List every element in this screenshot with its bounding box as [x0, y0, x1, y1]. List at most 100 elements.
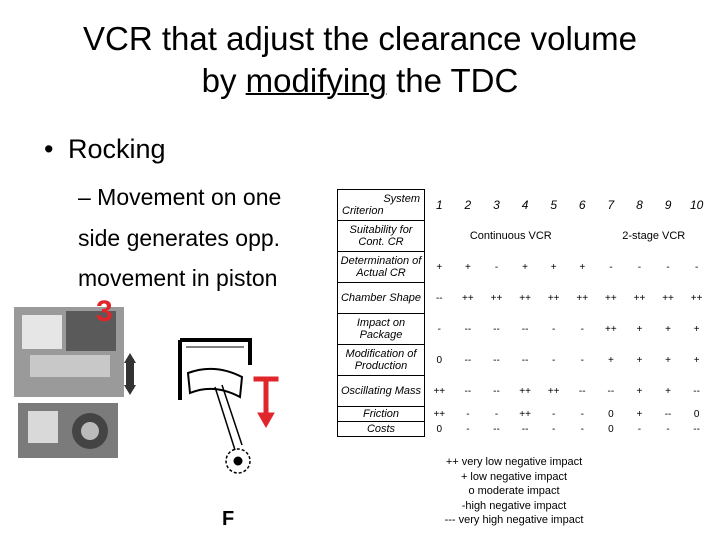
table-cell: ++ — [519, 292, 531, 304]
red-arrow-icon — [253, 376, 279, 429]
sub-bullet-line-2: side generates opp. — [78, 224, 281, 251]
table-cell: 0 — [436, 354, 443, 366]
sub-bullet-line-1: – Movement on one — [78, 184, 282, 210]
table-cell: -- — [493, 423, 500, 435]
table-cell: + — [665, 385, 671, 397]
group-2stage-vcr: 2-stage VCR — [622, 230, 686, 242]
column-number: 2 — [464, 198, 472, 212]
table-cell: + — [636, 408, 643, 420]
column-number: 1 — [435, 198, 443, 212]
table-cell: - — [666, 423, 670, 435]
title-line-1: VCR that adjust the clearance volume — [83, 20, 637, 57]
table-cell: ++ — [576, 292, 589, 304]
table-cell: 0 — [693, 408, 700, 420]
row-label: Friction — [337, 406, 425, 422]
column-number: 3 — [493, 198, 500, 212]
table-cell: -- — [607, 385, 615, 397]
row-label: Modification of Production — [337, 344, 425, 376]
table-cell: ++ — [633, 292, 646, 304]
figure-letter: F — [222, 508, 234, 530]
table-cell: -- — [464, 385, 472, 397]
table-cell: - — [494, 261, 499, 273]
table-cell: - — [437, 323, 441, 335]
legend-line: o moderate impact — [468, 485, 560, 497]
table-cell: - — [580, 354, 584, 366]
table-cell: + — [693, 354, 700, 366]
table-cell: ++ — [662, 292, 674, 304]
legend-line: + low negative impact — [460, 470, 568, 483]
vcr-comparison-table: System Criterion 1 2 3 4 5 6 7 8 9 10 Su… — [337, 189, 711, 437]
table-row: Determination of Actual CR + + - + + + -… — [337, 251, 711, 283]
table-cell: - — [552, 423, 556, 435]
table-row: Chamber Shape -- ++ ++ ++ ++ ++ ++ ++ ++… — [337, 282, 711, 314]
table-cell: + — [436, 261, 443, 273]
row-label: Determination of Actual CR — [337, 251, 425, 283]
table-cell: ++ — [433, 385, 446, 397]
bullet-item: •Rocking — [44, 134, 166, 165]
sub-bullet: – Movement on one side generates opp. mo… — [78, 177, 281, 299]
table-cell: -- — [664, 408, 672, 420]
table-cell: - — [552, 408, 556, 420]
table-cell: - — [552, 323, 556, 335]
legend-line: ++ very low negative impact — [445, 456, 583, 468]
table-cell: -- — [693, 423, 700, 435]
table-cell: + — [665, 323, 671, 335]
column-number: 7 — [607, 198, 615, 212]
row-label: Suitability for Cont. CR — [337, 220, 425, 252]
column-number: 8 — [636, 198, 643, 212]
table-cell: -- — [521, 354, 529, 366]
table-cell: - — [637, 261, 642, 273]
table-cell: -- — [578, 385, 586, 397]
table-cell: - — [580, 408, 584, 420]
table-cell: ++ — [519, 385, 531, 397]
table-cell: - — [494, 408, 499, 420]
table-cell: -- — [464, 354, 472, 366]
table-cell: ++ — [605, 292, 617, 304]
table-cell: 0 — [608, 408, 614, 420]
column-number: 5 — [550, 198, 558, 212]
legend-line: --- very high negative impact — [444, 514, 584, 526]
group-continuous-vcr: Continuous VCR — [469, 230, 552, 242]
table-cell: - — [666, 261, 670, 273]
table-row: Costs 0 - -- -- - - 0 - - -- — [337, 421, 711, 437]
table-cell: -- — [493, 354, 500, 366]
row-label: Costs — [337, 421, 425, 437]
column-number: 10 — [689, 198, 704, 212]
engine-image — [14, 307, 136, 458]
table-cell: -- — [464, 323, 472, 335]
row-label: Chamber Shape — [337, 282, 425, 314]
table-cell: - — [580, 423, 584, 435]
column-number: 4 — [521, 198, 529, 212]
legend-line: -high negative impact — [461, 499, 567, 512]
table-cell: -- — [521, 423, 529, 435]
table-cell: -- — [435, 292, 443, 304]
table-cell: ++ — [462, 292, 474, 304]
table-cell: - — [552, 354, 556, 366]
cylinder-schematic — [178, 338, 252, 474]
slide-title: VCR that adjust the clearance volume by … — [0, 18, 720, 102]
table-cell: -- — [493, 323, 500, 335]
sub-bullet-line-3: movement in piston — [78, 265, 278, 291]
table-cell: + — [550, 261, 557, 273]
header-corner-cell: System Criterion — [337, 189, 425, 221]
table-cell: 0 — [436, 423, 443, 435]
table-cell: ++ — [547, 385, 560, 397]
table-cell: ++ — [490, 292, 503, 304]
title-line-2: by modifying the TDC — [0, 60, 720, 102]
figure-number: 3 — [96, 295, 113, 328]
table-cell: - — [580, 323, 584, 335]
table-cell: ++ — [547, 292, 560, 304]
row-label: Oscillating Mass — [337, 375, 425, 407]
table-cell: ++ — [605, 323, 617, 335]
table-cell: + — [636, 354, 643, 366]
table-cell: + — [522, 261, 528, 273]
table-row: Oscillating Mass ++ -- -- ++ ++ -- -- + … — [337, 375, 711, 407]
table-cell: - — [466, 423, 470, 435]
table-cell: -- — [693, 385, 700, 397]
header-criterion: Criterion — [342, 205, 384, 217]
table-cell: + — [579, 261, 586, 273]
table-cell: ++ — [690, 292, 703, 304]
table-cell: - — [466, 408, 470, 420]
table-row: Friction ++ - - ++ - - 0 + -- 0 — [337, 406, 711, 422]
rocking-mechanism-illustration: 3 F — [14, 295, 279, 530]
